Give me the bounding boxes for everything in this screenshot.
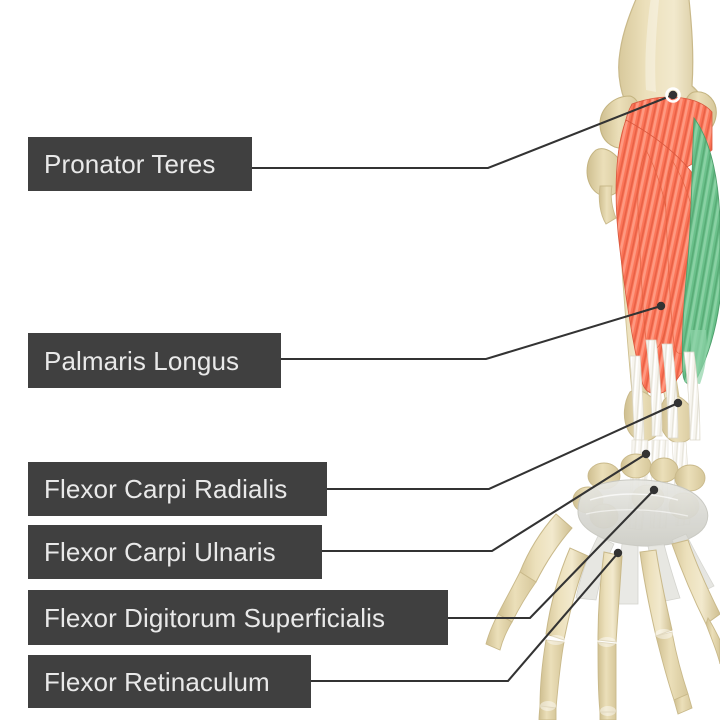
flexor-carpi-ulnaris-muscle <box>681 116 720 385</box>
leader-dot-flexor-carpi-radialis <box>673 398 683 408</box>
leader-dot-flexor-carpi-ulnaris <box>641 449 651 459</box>
leader-line-flexor-carpi-radialis <box>325 401 680 491</box>
superficial-flexor-muscle-group <box>615 96 720 395</box>
leader-dot-pronator-teres <box>668 90 678 100</box>
leader-dot-flexor-retinaculum <box>613 548 623 558</box>
metacarpal-bones <box>519 513 720 643</box>
label-flexor-carpi-ulnaris[interactable]: Flexor Carpi Ulnaris <box>28 525 322 579</box>
label-flexor-digitorum-superficialis[interactable]: Flexor Digitorum Superficialis <box>28 590 448 645</box>
label-text-pronator-teres: Pronator Teres <box>44 149 216 179</box>
leader-line-pronator-teres <box>250 93 675 170</box>
leader-line-palmaris-longus <box>279 304 663 361</box>
leader-line-flexor-retinaculum <box>309 551 620 683</box>
phalanx-bones <box>485 571 720 720</box>
leader-dot-ring-pronator-teres <box>665 87 681 103</box>
leader-dot-palmaris-longus <box>656 301 666 311</box>
label-text-flexor-retinaculum: Flexor Retinaculum <box>44 666 270 697</box>
proximal-ulna-bone <box>586 148 624 225</box>
label-flexor-retinaculum[interactable]: Flexor Retinaculum <box>28 655 311 708</box>
joint-highlights <box>540 629 673 716</box>
leader-line-flexor-carpi-ulnaris <box>320 452 648 553</box>
leader-dot-flexor-digitorum-superficialis <box>649 485 659 495</box>
label-flexor-carpi-radialis[interactable]: Flexor Carpi Radialis <box>28 462 327 516</box>
label-text-palmaris-longus: Palmaris Longus <box>44 345 240 376</box>
leader-line-flexor-digitorum-superficialis <box>446 488 656 620</box>
label-text-flexor-digitorum-superficialis: Flexor Digitorum Superficialis <box>44 602 386 633</box>
label-text-flexor-carpi-radialis: Flexor Carpi Radialis <box>44 474 288 504</box>
label-text-flexor-carpi-ulnaris: Flexor Carpi Ulnaris <box>44 537 276 567</box>
label-palmaris-longus[interactable]: Palmaris Longus <box>28 333 281 388</box>
label-pronator-teres[interactable]: Pronator Teres <box>28 137 252 191</box>
